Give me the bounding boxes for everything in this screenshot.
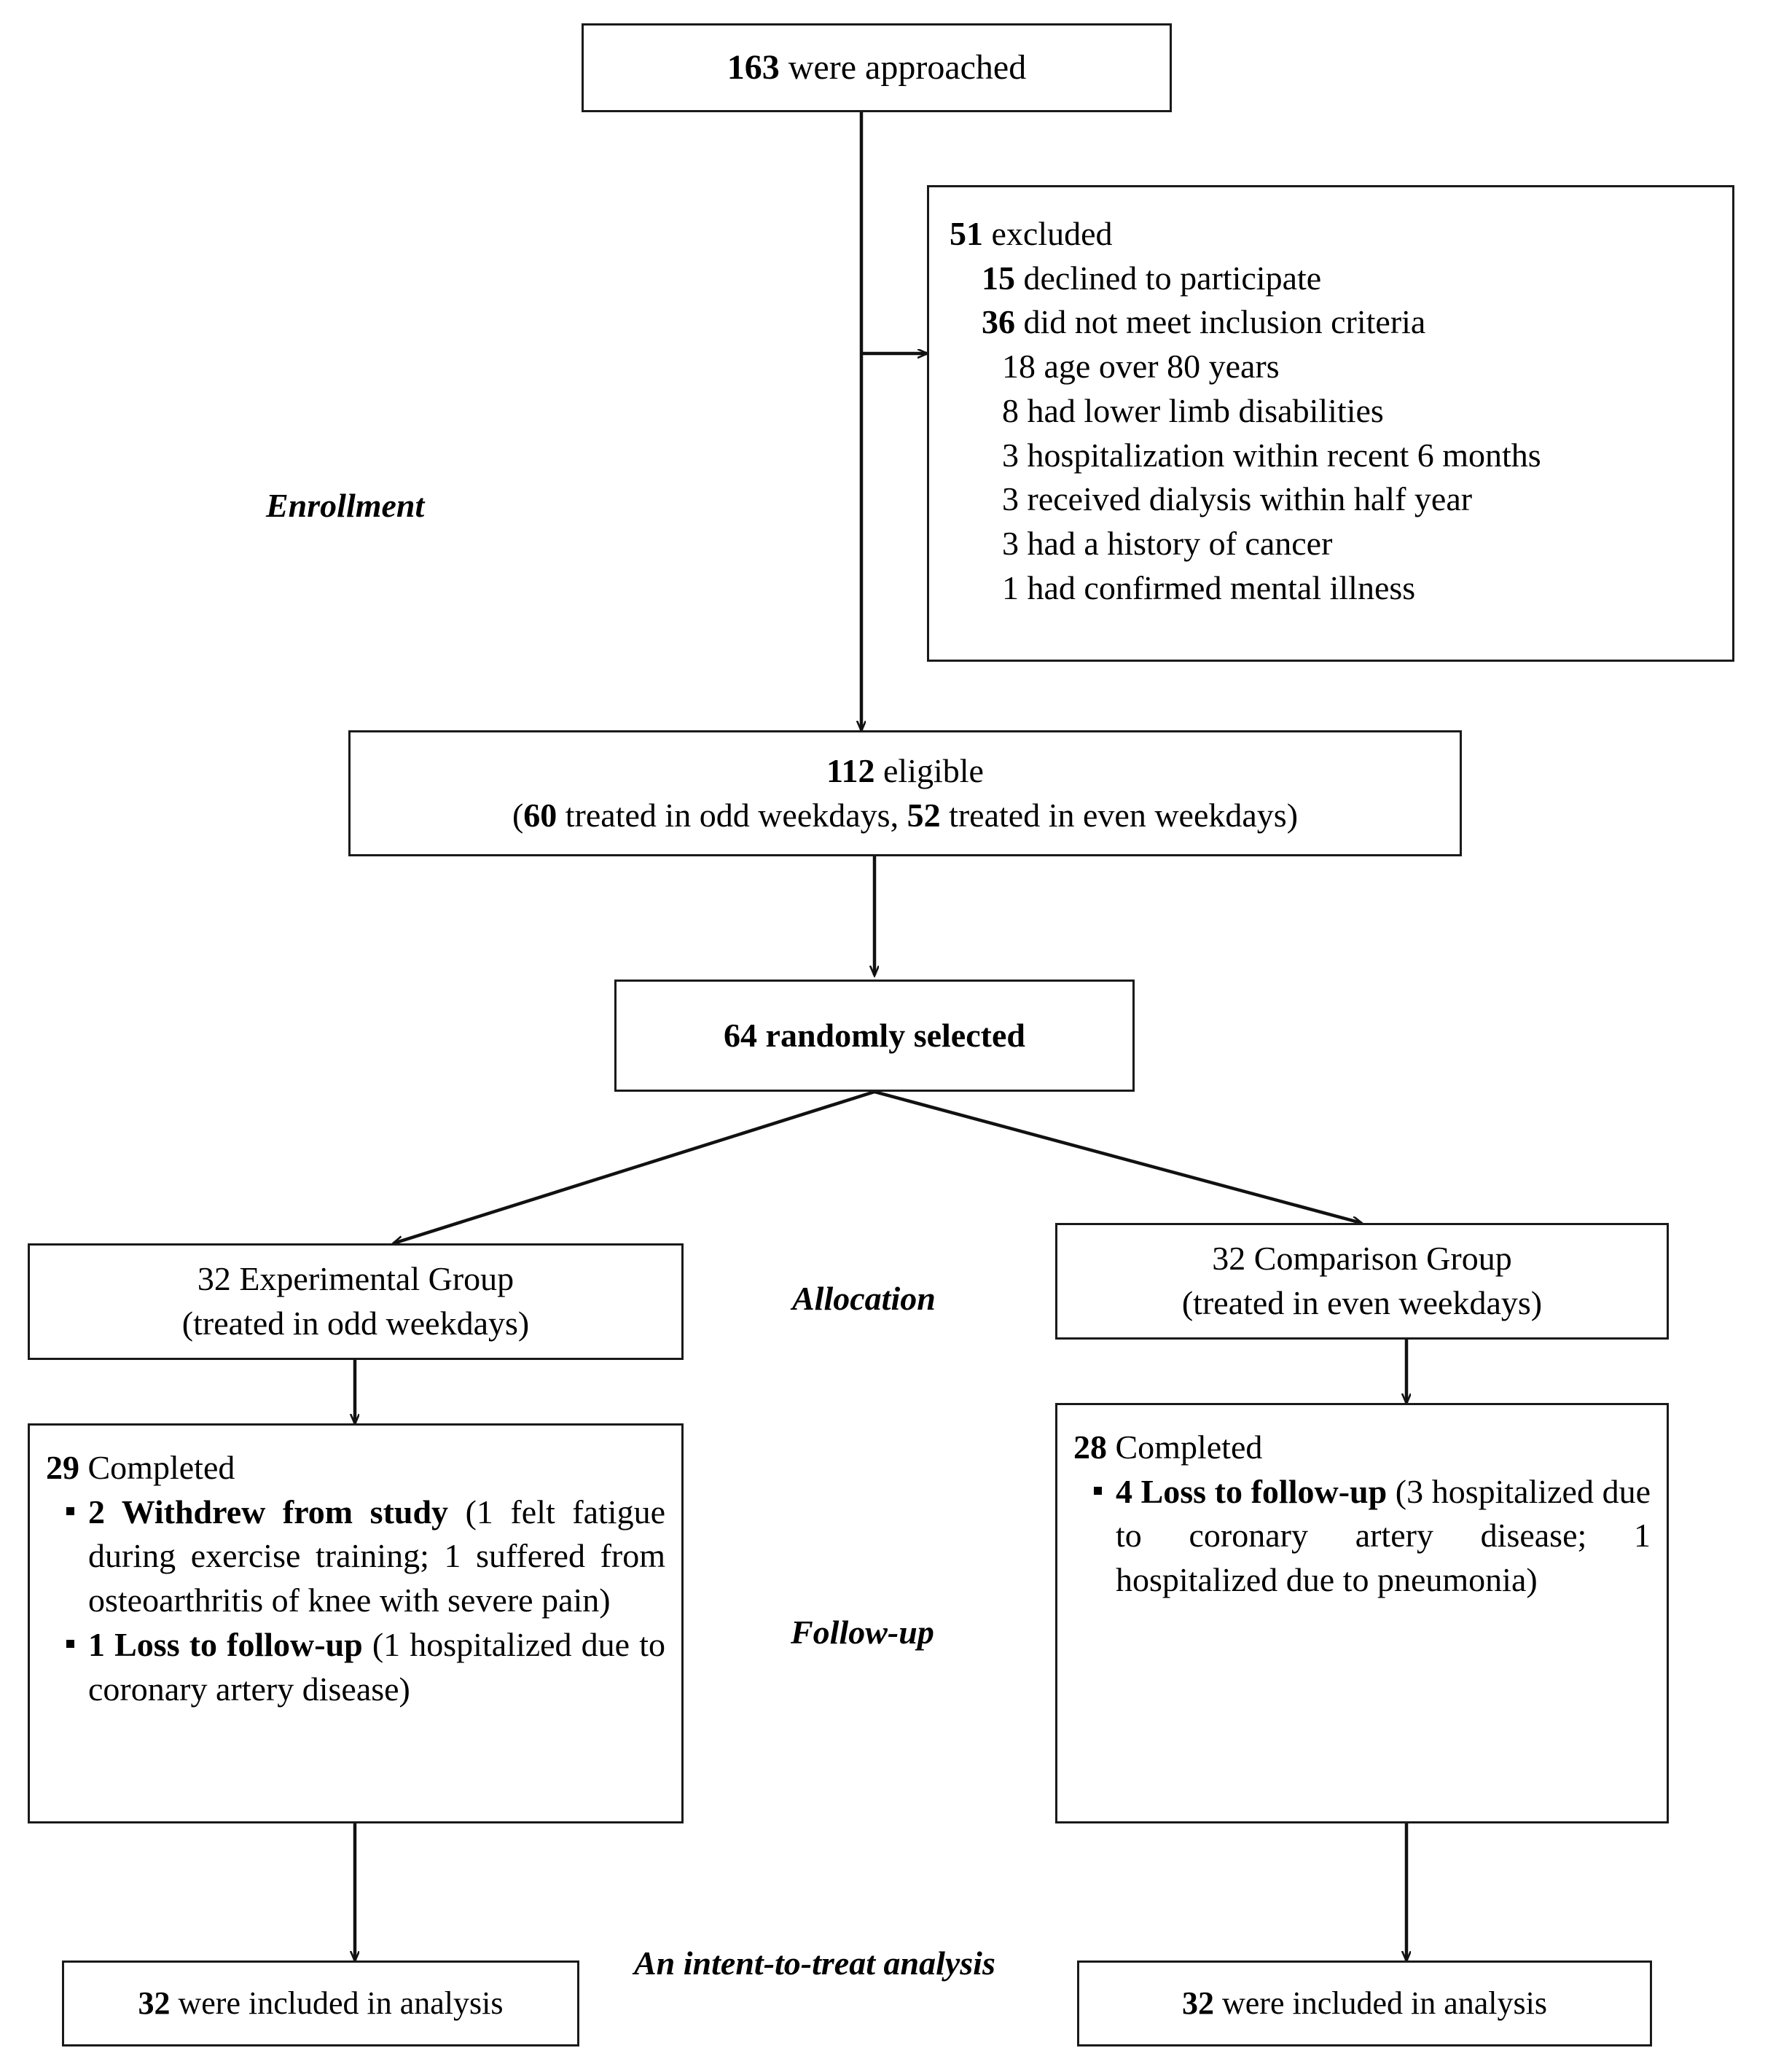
analysis-left-count: 32 bbox=[138, 1985, 171, 2022]
excluded-item-2-text: age over 80 years bbox=[1036, 348, 1280, 386]
excluded-item-3-text: had lower limb disabilities bbox=[1019, 391, 1384, 429]
followup-right-item-0-bold: 4 Loss to follow-up bbox=[1116, 1472, 1388, 1510]
box-analysis-experimental: 32 were included in analysis bbox=[62, 1960, 579, 2046]
allocation-left-line-1: 32 Experimental Group bbox=[197, 1260, 514, 1298]
followup-left-item-1-rest: (1 hospitalized due to coronary artery d… bbox=[88, 1625, 665, 1708]
stage-label-followup: Follow-up bbox=[791, 1614, 934, 1651]
allocation-left-line-2: (treated in odd weekdays) bbox=[181, 1305, 530, 1342]
eligible-odd-count: 60 bbox=[523, 796, 557, 834]
box-followup-comparison: 28 Completed 4 Loss to follow-up (3 hosp… bbox=[1055, 1403, 1669, 1823]
allocation-right-line-1: 32 Comparison Group bbox=[1212, 1240, 1512, 1278]
analysis-left-text: 32 were included in analysis bbox=[64, 1982, 577, 2024]
excluded-item-7-count: 1 bbox=[1002, 568, 1019, 606]
excluded-item-1: 36 did not meet inclusion criteria bbox=[950, 300, 1713, 345]
randomized-text: 64 randomly selected bbox=[617, 1014, 1132, 1058]
box-allocation-experimental: 32 Experimental Group (treated in odd we… bbox=[28, 1243, 684, 1360]
excluded-item-4: 3 hospitalization within recent 6 months bbox=[950, 434, 1713, 478]
analysis-right-count: 32 bbox=[1182, 1985, 1214, 2022]
eligible-label: eligible bbox=[874, 751, 984, 789]
excluded-item-1-count: 36 bbox=[982, 303, 1015, 341]
allocation-right-line-2: (treated in even weekdays) bbox=[1181, 1284, 1543, 1321]
followup-right-item-0: 4 Loss to follow-up (3 hospitalized due … bbox=[1073, 1470, 1651, 1603]
followup-left-item-0: 2 Withdrew from study (1 felt fatigue du… bbox=[46, 1490, 665, 1623]
eligible-line-1: 112 eligible bbox=[351, 749, 1460, 794]
eligible-even-count: 52 bbox=[907, 796, 941, 834]
excluded-item-1-text: did not meet inclusion criteria bbox=[1015, 303, 1426, 341]
analysis-right-text: 32 were included in analysis bbox=[1079, 1982, 1650, 2024]
followup-left-item-1: 1 Loss to follow-up (1 hospitalized due … bbox=[46, 1623, 665, 1711]
excluded-item-3-count: 8 bbox=[1002, 391, 1019, 429]
excluded-item-4-count: 3 bbox=[1002, 436, 1019, 474]
box-analysis-comparison: 32 were included in analysis bbox=[1077, 1960, 1652, 2046]
excluded-item-6-count: 3 bbox=[1002, 525, 1019, 563]
eligible-count: 112 bbox=[826, 751, 875, 789]
approached-text: 163 were approached bbox=[584, 45, 1170, 90]
excluded-item-0-text: declined to participate bbox=[1015, 259, 1322, 297]
stage-label-allocation: Allocation bbox=[792, 1280, 936, 1317]
excluded-item-7-text: had confirmed mental illness bbox=[1019, 568, 1416, 606]
excluded-heading: 51 excluded bbox=[950, 212, 1713, 257]
excluded-item-7: 1 had confirmed mental illness bbox=[950, 566, 1713, 611]
excluded-heading-rest: excluded bbox=[983, 215, 1113, 252]
excluded-heading-count: 51 bbox=[950, 215, 983, 252]
box-followup-experimental: 29 Completed 2 Withdrew from study (1 fe… bbox=[28, 1423, 684, 1823]
excluded-item-6: 3 had a history of cancer bbox=[950, 522, 1713, 566]
excluded-item-5: 3 received dialysis within half year bbox=[950, 477, 1713, 522]
followup-left-item-1-bold: 1 Loss to follow-up bbox=[88, 1625, 363, 1663]
analysis-left-rest: were included in analysis bbox=[170, 1985, 504, 2022]
analysis-right-rest: were included in analysis bbox=[1214, 1985, 1547, 2022]
followup-left-completed-label: Completed bbox=[79, 1449, 235, 1486]
box-approached: 163 were approached bbox=[582, 23, 1172, 112]
excluded-item-0: 15 declined to participate bbox=[950, 257, 1713, 301]
followup-right-item-0-rest: (3 hospitalized due to coronary artery d… bbox=[1116, 1472, 1651, 1599]
excluded-item-0-count: 15 bbox=[982, 259, 1015, 297]
approached-rest: were approached bbox=[779, 47, 1027, 87]
box-randomized: 64 randomly selected bbox=[614, 980, 1135, 1092]
stage-label-analysis: An intent-to-treat analysis bbox=[634, 1944, 995, 1982]
followup-left-completed-count: 29 bbox=[46, 1449, 79, 1486]
followup-left-item-0-rest: (1 felt fatigue during exercise training… bbox=[88, 1493, 666, 1619]
excluded-item-2-count: 18 bbox=[1002, 348, 1036, 386]
excluded-item-5-count: 3 bbox=[1002, 480, 1019, 518]
followup-right-completed: 28 Completed bbox=[1073, 1426, 1651, 1470]
followup-right-completed-count: 28 bbox=[1073, 1428, 1107, 1466]
eligible-odd-text: treated in odd weekdays, bbox=[557, 796, 907, 834]
followup-right-completed-label: Completed bbox=[1107, 1428, 1263, 1466]
excluded-item-3: 8 had lower limb disabilities bbox=[950, 389, 1713, 434]
box-allocation-comparison: 32 Comparison Group (treated in even wee… bbox=[1055, 1223, 1669, 1340]
box-excluded: 51 excluded 15 declined to participate 3… bbox=[927, 185, 1734, 662]
eligible-even-text: treated in even weekdays bbox=[940, 796, 1287, 834]
randomized-label: 64 randomly selected bbox=[724, 1016, 1025, 1054]
followup-left-item-0-bold: 2 Withdrew from study bbox=[88, 1493, 449, 1530]
box-eligible: 112 eligible (60 treated in odd weekdays… bbox=[348, 730, 1462, 856]
excluded-item-6-text: had a history of cancer bbox=[1019, 525, 1333, 563]
excluded-item-5-text: received dialysis within half year bbox=[1019, 480, 1473, 518]
excluded-item-2: 18 age over 80 years bbox=[950, 345, 1713, 389]
excluded-item-4-text: hospitalization within recent 6 months bbox=[1019, 436, 1541, 474]
stage-label-enrollment: Enrollment bbox=[266, 487, 425, 524]
eligible-line-2: (60 treated in odd weekdays, 52 treated … bbox=[512, 796, 1299, 834]
followup-left-completed: 29 Completed bbox=[46, 1446, 665, 1490]
approached-count: 163 bbox=[727, 47, 780, 87]
